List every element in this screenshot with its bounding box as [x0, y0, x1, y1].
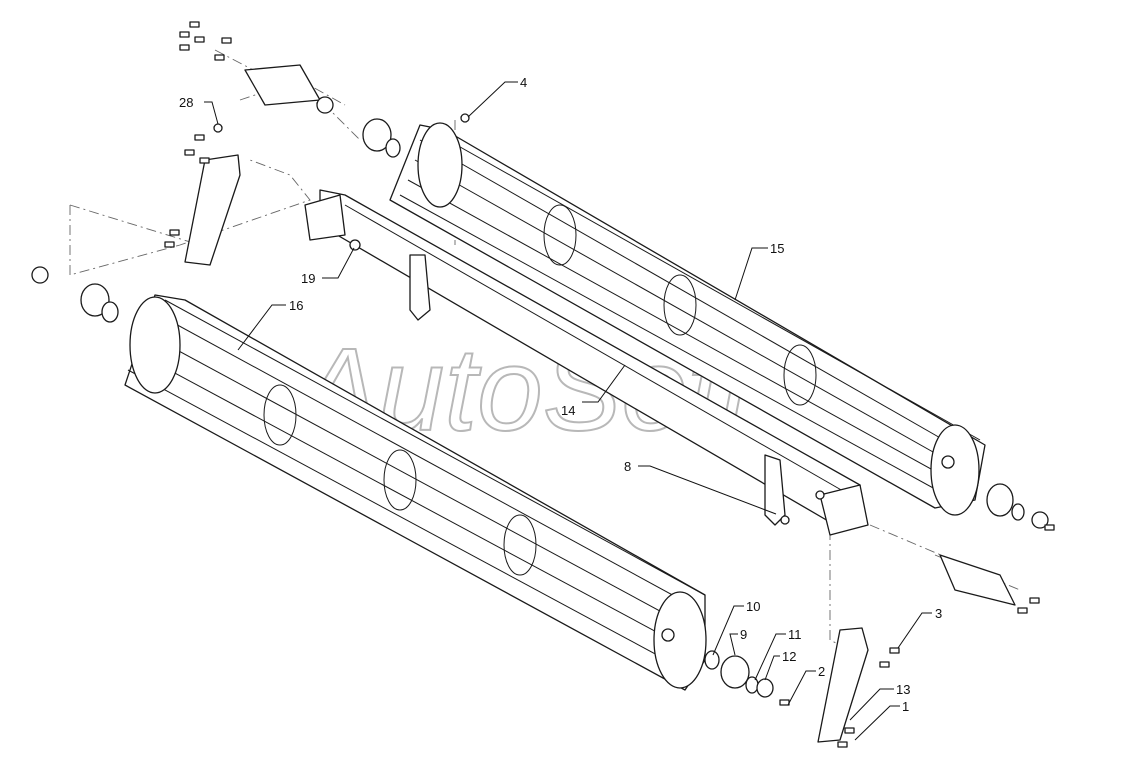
callout-labels: 4 28 19 15 16 14 8 3 10 9 11 12 2 13 1 [179, 75, 942, 714]
callout-12: 12 [782, 649, 796, 664]
callout-16: 16 [289, 298, 303, 313]
upper-roller [389, 122, 986, 516]
right-hardware [704, 483, 1055, 748]
callout-1: 1 [902, 699, 909, 714]
callout-leaders [204, 81, 932, 741]
bolts-top-left [164, 21, 232, 248]
callout-9: 9 [740, 627, 747, 642]
callout-19: 19 [301, 271, 315, 286]
left-hardware [31, 21, 470, 323]
callout-15: 15 [770, 241, 784, 256]
callout-10: 10 [746, 599, 760, 614]
lower-roller [124, 294, 707, 691]
callout-2: 2 [818, 664, 825, 679]
callout-8: 8 [624, 459, 631, 474]
callout-11: 11 [788, 627, 802, 642]
callout-13: 13 [896, 682, 910, 697]
callout-3: 3 [935, 606, 942, 621]
callout-4: 4 [520, 75, 527, 90]
callout-28: 28 [179, 95, 193, 110]
callout-14: 14 [561, 403, 575, 418]
frame-bar [304, 189, 869, 536]
